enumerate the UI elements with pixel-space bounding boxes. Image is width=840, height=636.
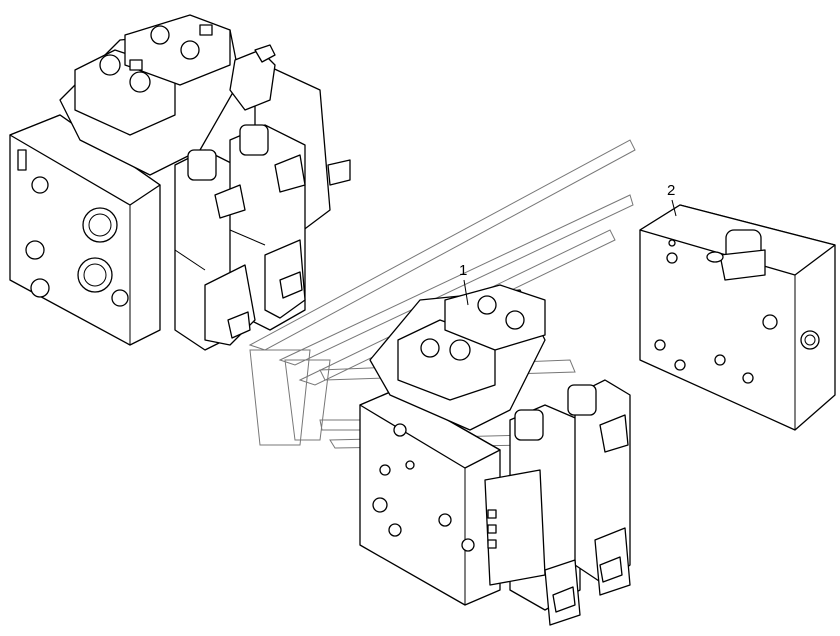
- part-2-manifold-block: [639, 204, 836, 431]
- left-valve-assembly: [9, 14, 351, 351]
- callout-2: 2: [667, 182, 677, 217]
- svg-text:1: 1: [459, 262, 467, 279]
- callout-1: 1: [459, 262, 469, 306]
- svg-text:2: 2: [667, 182, 675, 199]
- part-1-valve-assembly: [359, 284, 631, 626]
